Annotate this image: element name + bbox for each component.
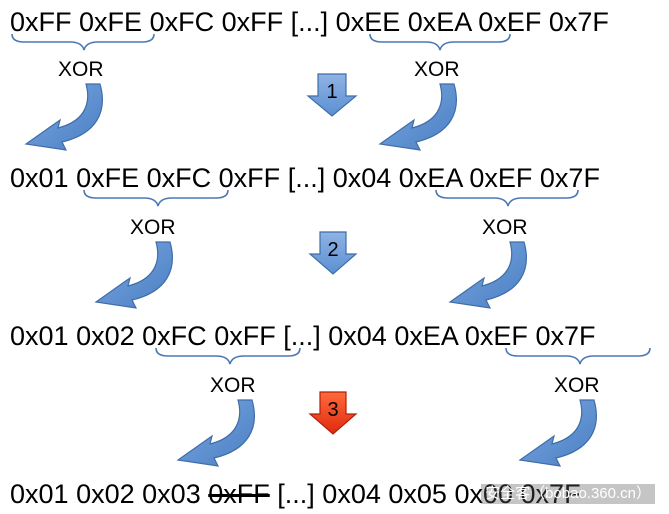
byte-token: 0x04 [322,479,381,509]
down-arrow-icon: 1 [306,73,358,117]
byte-token: 0xFC [149,7,215,37]
byte-token: 0x04 [332,163,392,193]
byte-row-3: 0x01 0x02 0xFC 0xFF [...] 0x04 0xEA 0xEF… [10,320,595,352]
byte-token: 0xFC [146,163,212,193]
brace-right-3 [505,347,651,365]
byte-row-2: 0x01 0xFE 0xFC 0xFF [...] 0x04 0xEA 0xEF… [10,162,600,194]
brace-left-2 [83,189,229,207]
byte-token: 0xFC [142,321,207,351]
byte-token: 0x05 [388,479,447,509]
xor-label-right-1: XOR [414,58,460,81]
byte-token: 0xFF [218,163,281,193]
byte-token: 0xEA [394,321,458,351]
ellipsis-token: [...] [287,163,326,193]
curved-arrow-icon [177,399,255,467]
byte-token: 0x7F [520,479,581,509]
byte-row-1: 0xFF 0xFE 0xFC 0xFF [...] 0xEE 0xEA 0xEF… [10,6,609,38]
brace-right-2 [435,189,579,207]
byte-token: 0xEF [464,321,528,351]
ellipsis-token: [...] [290,7,329,37]
curved-arrow-icon [449,241,527,309]
down-arrow-icon: 3 [308,391,358,435]
byte-token: 0x7F [539,163,600,193]
brace-left-1 [11,33,155,51]
byte-token: 0x02 [76,479,135,509]
xor-label-left-1: XOR [58,58,104,81]
byte-token: 0x01 [10,163,69,193]
step-label-1: 1 [326,81,337,103]
curved-arrow-icon [379,83,457,151]
byte-token: 0xFF [10,7,72,37]
byte-row-4: 0x01 0x02 0x03 0xFF [...] 0x04 0x05 0x00… [10,478,581,510]
step-label-2: 2 [327,239,338,261]
byte-token: 0x03 [142,479,201,509]
byte-token: 0xFF [214,321,276,351]
ellipsis-token: [...] [283,321,321,351]
byte-token: 0xEE [335,7,401,37]
step-label-3: 3 [327,399,338,421]
xor-label-left-2: XOR [130,216,176,239]
byte-token: 0x00 [454,479,514,509]
byte-token: 0xEA [398,163,462,193]
byte-token: 0xFF [221,7,284,37]
struck-byte-token: 0xFF [208,479,270,509]
brace-right-1 [369,33,511,51]
byte-token: 0xFE [79,7,143,37]
byte-token: 0x04 [328,321,387,351]
byte-token: 0x01 [10,321,69,351]
brace-left-3 [155,347,301,365]
down-arrow-icon: 2 [308,231,358,275]
byte-token: 0xEA [407,7,471,37]
byte-token: 0x7F [548,7,609,37]
byte-token: 0xEF [478,7,542,37]
byte-token: 0xEF [469,163,533,193]
byte-token: 0x01 [10,479,69,509]
ellipsis-token: [...] [277,479,315,509]
xor-label-left-3: XOR [210,374,256,397]
curved-arrow-icon [95,241,173,309]
xor-label-right-3: XOR [554,374,600,397]
watermark: 安全客（bobao.360.cn） [481,484,655,504]
xor-label-right-2: XOR [482,216,528,239]
byte-token: 0xFE [76,163,140,193]
byte-token: 0x02 [76,321,135,351]
byte-token: 0x7F [535,321,596,351]
curved-arrow-icon [519,399,597,467]
curved-arrow-icon [25,83,103,151]
